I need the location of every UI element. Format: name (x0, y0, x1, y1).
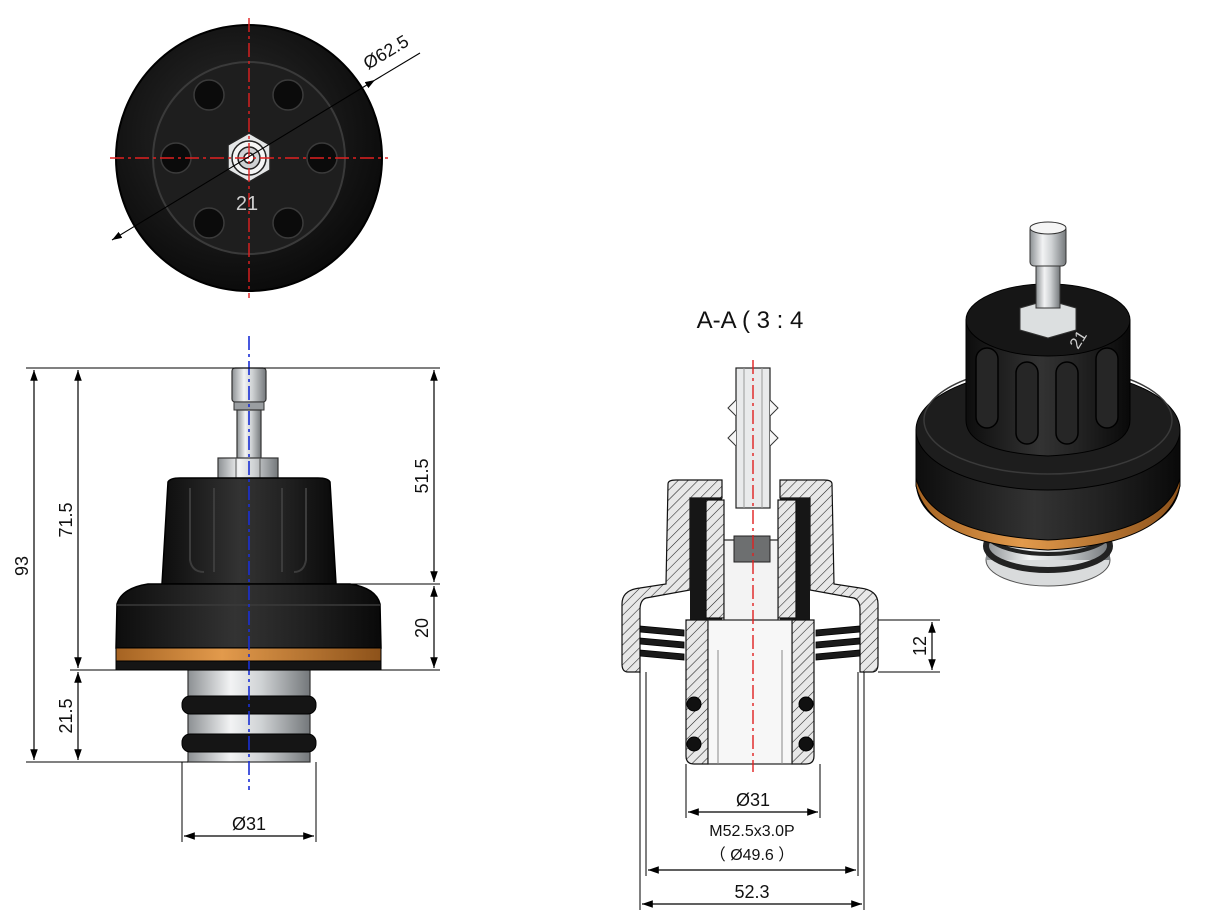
iso-cap-mark: 21 (1067, 328, 1091, 352)
dim-thread-height: 12 (910, 636, 930, 656)
top-diameter-label: Ø62.5 (360, 31, 412, 73)
diameter-dim-line (111, 79, 376, 241)
iso-grip-ribs (975, 347, 1119, 445)
iso-orange-seal (915, 477, 1181, 551)
section-title: A-A ( 3 : 4 (697, 307, 804, 334)
thread-minor-diameter: （ Ø49.6 ） (710, 846, 794, 864)
section-view: A-A ( 3 : 4 (621, 307, 940, 910)
thread-spec: M52.5x3.0P (709, 823, 794, 840)
section-orings (686, 696, 814, 752)
dim-upper-height: 71.5 (56, 502, 76, 537)
section-hatch-right (779, 479, 879, 673)
dim-lower-height: 21.5 (56, 698, 76, 733)
section-hatch-left (621, 479, 723, 673)
dim-skirt-height: 20 (412, 618, 432, 638)
dim-outer-diameter: 52.3 (734, 882, 769, 902)
top-view: Ø62.5 21 (110, 18, 421, 298)
dim-bottom-diameter: Ø31 (232, 814, 266, 834)
dim-body-height: 51.5 (412, 458, 432, 493)
dim-overall-height: 93 (12, 556, 32, 576)
section-threads (639, 625, 861, 661)
section-lower-adapter (707, 619, 793, 765)
iso-stem (1035, 265, 1061, 309)
top-center-mark: 21 (236, 193, 258, 215)
iso-upper-body (965, 319, 1131, 457)
front-hex-nut (217, 457, 279, 481)
dim-inner-diameter: Ø31 (736, 790, 770, 810)
front-view: 93 71.5 21.5 51.5 20 Ø31 (12, 336, 440, 842)
iso-view: 21 (915, 221, 1181, 587)
